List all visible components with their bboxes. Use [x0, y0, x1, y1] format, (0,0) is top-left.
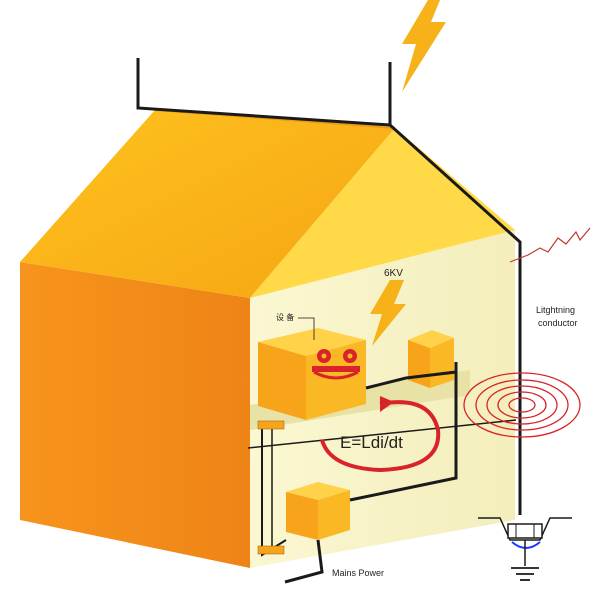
formula-label: E=Ldi/dt [340, 433, 403, 452]
terminal-block [257, 420, 285, 430]
device-box-right [408, 330, 454, 388]
ground-symbol-icon [511, 567, 539, 581]
mains-power-wire [284, 539, 324, 584]
interior-wire-left [261, 425, 287, 557]
roof-gable [250, 128, 515, 298]
interior-wire-loop [349, 372, 458, 502]
roof-front [20, 110, 395, 298]
equipment-leader-line [298, 317, 315, 340]
sky-lightning-bolt-icon [402, 0, 446, 92]
grounding-wire-horizontal [247, 419, 517, 449]
conductor-label-line2: conductor [538, 318, 578, 328]
conductor-label-line1: Litghtning [536, 305, 575, 315]
equipment-label: 设 备 [276, 312, 294, 322]
spark-icon [509, 227, 591, 263]
house-left-wall [20, 262, 250, 568]
voltage-label: 6KV [384, 268, 403, 279]
induction-arrow-head-icon [380, 396, 394, 412]
surge-lightning-bolt-icon [370, 280, 406, 346]
induction-arrow [320, 400, 441, 473]
equipment-box [258, 328, 366, 420]
interior-wire-top [365, 362, 458, 390]
air-terminal-wire [136, 58, 392, 127]
device-box-bottom [286, 482, 350, 540]
terminal-block [257, 545, 285, 555]
em-field-rings [463, 372, 581, 438]
ground-electrode [478, 517, 572, 566]
mains-power-label: Mains Power [332, 568, 384, 578]
